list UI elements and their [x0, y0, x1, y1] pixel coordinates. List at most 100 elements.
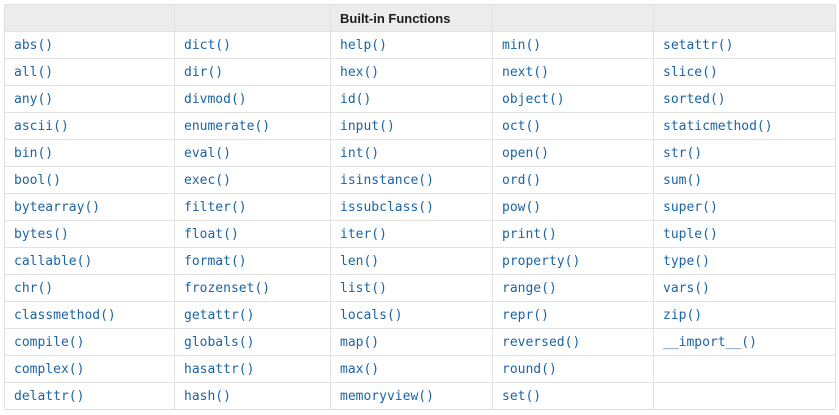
function-link[interactable]: object()	[502, 92, 565, 107]
function-link[interactable]: zip()	[663, 308, 703, 323]
table-cell: set()	[492, 382, 654, 410]
function-link[interactable]: setattr()	[663, 38, 734, 53]
table-cell: any()	[4, 85, 175, 113]
function-link[interactable]: min()	[502, 38, 542, 53]
function-link[interactable]: hex()	[340, 65, 380, 80]
function-link[interactable]: bytearray()	[14, 200, 101, 215]
function-link[interactable]: pow()	[502, 200, 542, 215]
table-cell: format()	[174, 247, 331, 275]
table-cell: round()	[492, 355, 654, 383]
function-link[interactable]: dir()	[184, 65, 224, 80]
function-link[interactable]: property()	[502, 254, 581, 269]
function-link[interactable]: callable()	[14, 254, 93, 269]
function-link[interactable]: hasattr()	[184, 362, 255, 377]
function-link[interactable]: ascii()	[14, 119, 69, 134]
table-cell: classmethod()	[4, 301, 175, 329]
function-link[interactable]: bool()	[14, 173, 61, 188]
table-cell: issubclass()	[330, 193, 493, 221]
function-link[interactable]: oct()	[502, 119, 542, 134]
table-row: any() divmod() id() object() sorted()	[4, 85, 836, 113]
function-link[interactable]: divmod()	[184, 92, 247, 107]
table-cell: object()	[492, 85, 654, 113]
function-link[interactable]: locals()	[340, 308, 403, 323]
table-cell: list()	[330, 274, 493, 302]
function-link[interactable]: help()	[340, 38, 387, 53]
function-link[interactable]: ord()	[502, 173, 542, 188]
function-link[interactable]: hash()	[184, 389, 231, 404]
function-link[interactable]: memoryview()	[340, 389, 434, 404]
function-link[interactable]: delattr()	[14, 389, 85, 404]
function-link[interactable]: bin()	[14, 146, 54, 161]
function-link[interactable]: filter()	[184, 200, 247, 215]
table-cell: open()	[492, 139, 654, 167]
function-link[interactable]: id()	[340, 92, 372, 107]
function-link[interactable]: eval()	[184, 146, 231, 161]
function-link[interactable]: sum()	[663, 173, 703, 188]
table-cell: max()	[330, 355, 493, 383]
table-cell: complex()	[4, 355, 175, 383]
function-link[interactable]: open()	[502, 146, 549, 161]
table-row: abs() dict() help() min() setattr()	[4, 31, 836, 59]
function-link[interactable]: tuple()	[663, 227, 718, 242]
function-link[interactable]: enumerate()	[184, 119, 271, 134]
table-cell: dict()	[174, 31, 331, 59]
table-cell: ord()	[492, 166, 654, 194]
function-link[interactable]: exec()	[184, 173, 231, 188]
function-link[interactable]: set()	[502, 389, 542, 404]
function-link[interactable]: dict()	[184, 38, 231, 53]
table-row: all() dir() hex() next() slice()	[4, 58, 836, 86]
header-cell-empty	[492, 4, 654, 32]
table-cell: int()	[330, 139, 493, 167]
table-cell: iter()	[330, 220, 493, 248]
function-link[interactable]: repr()	[502, 308, 549, 323]
table-cell: compile()	[4, 328, 175, 356]
function-link[interactable]: classmethod()	[14, 308, 116, 323]
function-link[interactable]: abs()	[14, 38, 54, 53]
function-link[interactable]: super()	[663, 200, 718, 215]
function-link[interactable]: reversed()	[502, 335, 581, 350]
function-link[interactable]: int()	[340, 146, 380, 161]
function-link[interactable]: slice()	[663, 65, 718, 80]
function-link[interactable]: getattr()	[184, 308, 255, 323]
function-link[interactable]: bytes()	[14, 227, 69, 242]
builtin-functions-table: Built-in Functions abs() dict() help() m…	[4, 4, 836, 410]
function-link[interactable]: staticmethod()	[663, 119, 773, 134]
table-row: chr() frozenset() list() range() vars()	[4, 274, 836, 302]
table-cell: enumerate()	[174, 112, 331, 140]
table-cell: globals()	[174, 328, 331, 356]
function-link[interactable]: type()	[663, 254, 710, 269]
function-link[interactable]: round()	[502, 362, 557, 377]
function-link[interactable]: range()	[502, 281, 557, 296]
table-row: complex() hasattr() max() round()	[4, 355, 836, 383]
function-link[interactable]: str()	[663, 146, 703, 161]
function-link[interactable]: next()	[502, 65, 549, 80]
table-cell: isinstance()	[330, 166, 493, 194]
function-link[interactable]: iter()	[340, 227, 387, 242]
function-link[interactable]: any()	[14, 92, 54, 107]
function-link[interactable]: vars()	[663, 281, 710, 296]
function-link[interactable]: sorted()	[663, 92, 726, 107]
function-link[interactable]: input()	[340, 119, 395, 134]
table-cell: sorted()	[653, 85, 836, 113]
function-link[interactable]: max()	[340, 362, 380, 377]
function-link[interactable]: chr()	[14, 281, 54, 296]
table-cell: delattr()	[4, 382, 175, 410]
function-link[interactable]: map()	[340, 335, 380, 350]
function-link[interactable]: len()	[340, 254, 380, 269]
function-link[interactable]: frozenset()	[184, 281, 271, 296]
function-link[interactable]: compile()	[14, 335, 85, 350]
function-link[interactable]: issubclass()	[340, 200, 434, 215]
table-cell: next()	[492, 58, 654, 86]
function-link[interactable]: isinstance()	[340, 173, 434, 188]
function-link[interactable]: complex()	[14, 362, 85, 377]
function-link[interactable]: float()	[184, 227, 239, 242]
table-cell: callable()	[4, 247, 175, 275]
function-link[interactable]: all()	[14, 65, 54, 80]
function-link[interactable]: list()	[340, 281, 387, 296]
function-link[interactable]: globals()	[184, 335, 255, 350]
function-link[interactable]: __import__()	[663, 335, 757, 350]
table-cell: id()	[330, 85, 493, 113]
function-link[interactable]: print()	[502, 227, 557, 242]
function-link[interactable]: format()	[184, 254, 247, 269]
header-cell-empty	[653, 4, 836, 32]
